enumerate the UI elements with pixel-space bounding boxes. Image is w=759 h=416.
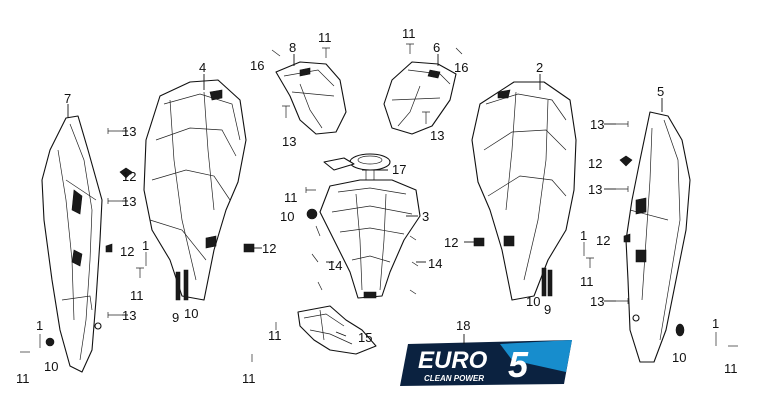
part-7-left-side-cover bbox=[41, 115, 103, 373]
callout-13-a: 13 bbox=[122, 124, 136, 139]
leader-lines bbox=[67, 54, 663, 344]
hardware bbox=[20, 43, 738, 362]
part-15-lower-cover bbox=[297, 305, 377, 355]
callout-10-b: 10 bbox=[280, 209, 294, 224]
callout-13-c: 13 bbox=[122, 308, 136, 323]
part-8-left-inner-cover bbox=[275, 61, 347, 135]
callout-11-i: 11 bbox=[268, 328, 282, 343]
callout-6: 6 bbox=[433, 40, 440, 55]
callout-11-c: 11 bbox=[284, 190, 298, 205]
callout-13-h: 13 bbox=[590, 294, 604, 309]
callout-11-e: 11 bbox=[580, 274, 594, 289]
callout-10-c: 10 bbox=[184, 306, 198, 321]
callout-12-e: 12 bbox=[588, 156, 602, 171]
callout-1-b: 1 bbox=[142, 238, 149, 253]
callout-11-a: 11 bbox=[318, 30, 332, 45]
callout-14-b: 14 bbox=[428, 256, 442, 271]
callout-11-h: 11 bbox=[242, 371, 256, 386]
callout-17: 17 bbox=[392, 162, 406, 177]
callout-10-a: 10 bbox=[44, 359, 58, 374]
callout-14-a: 14 bbox=[328, 258, 342, 273]
callout-12-a: 12 bbox=[122, 169, 136, 184]
callout-3: 3 bbox=[422, 209, 429, 224]
callout-15: 15 bbox=[358, 330, 372, 345]
callout-9-right: 9 bbox=[544, 302, 551, 317]
callout-11-f: 11 bbox=[16, 371, 30, 386]
callout-13-e: 13 bbox=[430, 128, 444, 143]
callout-13-g: 13 bbox=[588, 182, 602, 197]
logo-digit: 5 bbox=[508, 344, 529, 385]
callout-2: 2 bbox=[536, 60, 543, 75]
callout-13-b: 13 bbox=[122, 194, 136, 209]
part-4-left-body-cover bbox=[143, 79, 247, 301]
callout-18: 18 bbox=[456, 318, 470, 333]
callout-1-d: 1 bbox=[712, 316, 719, 331]
part-6-right-inner-cover bbox=[383, 61, 457, 135]
part-3-center-cover bbox=[319, 179, 421, 299]
callout-12-c: 12 bbox=[262, 241, 276, 256]
part-5-right-side-cover bbox=[625, 111, 691, 363]
callout-12-d: 12 bbox=[444, 235, 458, 250]
callout-10-d: 10 bbox=[526, 294, 540, 309]
callout-1-a: 1 bbox=[36, 318, 43, 333]
callout-13-f: 13 bbox=[590, 117, 604, 132]
euro5-logo: EURO 5 CLEAN POWER bbox=[400, 340, 572, 386]
logo-tagline: CLEAN POWER bbox=[424, 374, 484, 383]
callout-11-b: 11 bbox=[402, 26, 416, 41]
part-2-right-body-cover bbox=[471, 81, 577, 301]
callout-7: 7 bbox=[64, 91, 71, 106]
part-17-fuel-cap bbox=[323, 153, 391, 181]
callout-16-b: 16 bbox=[454, 60, 468, 75]
logo-word: EURO bbox=[418, 347, 488, 374]
callout-12-b: 12 bbox=[120, 244, 134, 259]
callout-8: 8 bbox=[289, 40, 296, 55]
callout-11-g: 11 bbox=[724, 361, 738, 376]
callout-11-d: 11 bbox=[130, 288, 144, 303]
callout-1-c: 1 bbox=[580, 228, 587, 243]
callout-12-f: 12 bbox=[596, 233, 610, 248]
callout-5: 5 bbox=[657, 84, 664, 99]
callout-13-d: 13 bbox=[282, 134, 296, 149]
callout-10-e: 10 bbox=[672, 350, 686, 365]
callout-numbers: 7 4 8 6 2 5 3 9 9 10 10 10 10 10 11 11 1… bbox=[16, 26, 738, 386]
callout-4: 4 bbox=[199, 60, 206, 75]
callout-16-a: 16 bbox=[250, 58, 264, 73]
callout-9-left: 9 bbox=[172, 310, 179, 325]
